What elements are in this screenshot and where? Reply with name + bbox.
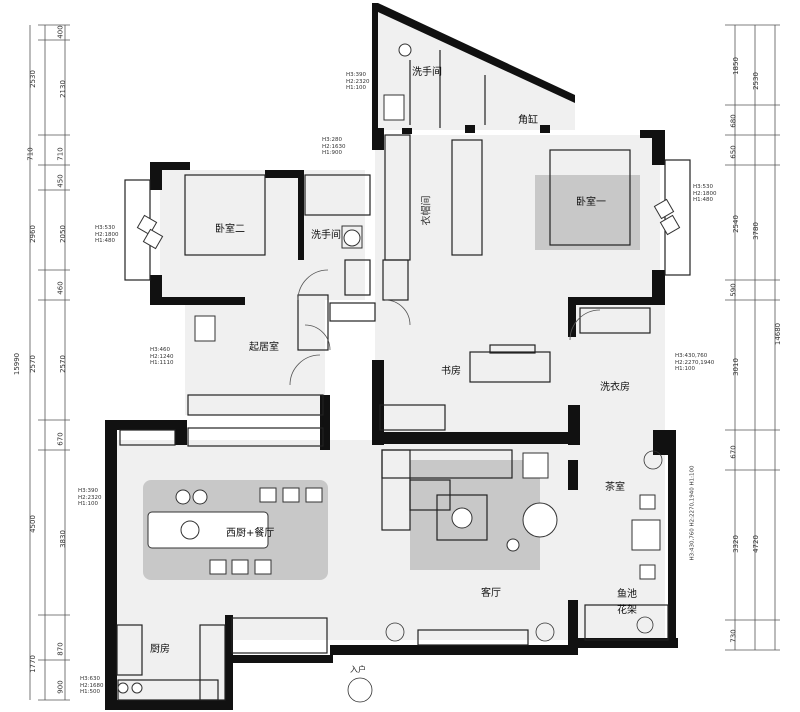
right-dimension-lines [725,24,780,651]
room-label-wash-top: 洗手间 [412,67,442,78]
left-dimension-lines [29,24,70,701]
room-label-living-room: 客厅 [481,588,501,599]
dim-left-outer-5: 2570 [28,355,37,373]
dim-right-inner-7: 3320 [731,535,740,553]
dim-left-outer-7: 4500 [28,515,37,533]
room-label-bedroom-2: 卧室二 [215,224,245,235]
dim-left-inner-1: 450 [56,174,65,188]
dim-left-outer-0: 400 [56,25,65,39]
thin-walls [116,50,691,701]
bedroom-1-bed-area [535,175,640,250]
dim-right-inner-6: 670 [729,445,738,459]
walls [105,3,678,710]
room-label-kitchen: 厨房 [150,644,170,655]
dim-left-outer-1: 2530 [28,70,37,88]
dim-left-outer-9: 900 [56,680,65,694]
dim-left-outer-8: 1770 [28,655,37,673]
dim-right-outer-3: 4720 [751,535,760,553]
room-label-closet: 衣帽间 [421,195,433,226]
room-label-study: 书房 [441,366,461,377]
room-label-flower-rack: 花架 [617,605,637,616]
dim-left-inner-0: 2130 [58,80,67,98]
dim-right-inner-5: 3010 [731,358,740,376]
dim-left-total: 15990 [13,352,22,376]
dim-left-inner-4: 3830 [58,530,67,548]
dim-right-outer-1: 3780 [751,222,760,240]
room-label-laundry: 洗衣房 [600,382,630,393]
room-label-bedroom-1: 卧室一 [576,197,606,208]
dim-left-inner-5: 870 [56,642,65,656]
door-arcs [289,269,601,386]
room-label-western-kitchen: 西厨+餐厅 [226,528,275,539]
room-label-wash-mid: 洗手间 [311,230,341,241]
plants [347,450,663,703]
window-chairs [136,198,681,250]
dim-left-outer-2: 710 [26,147,35,161]
room-label-corner-tank: 角缸 [518,115,538,126]
dim-right-outer-0: 2530 [751,72,760,90]
dim-left-inner-2: 2050 [58,225,67,243]
dim-left-outer-3: 2960 [28,225,37,243]
dim-left-outer-6: 670 [56,432,65,446]
dim-right-inner-0: 1850 [731,57,740,75]
window-spec-tea: H3:430,760 H2:2270,1940 H1:100 [689,465,696,561]
dim-right-inner-8: 730 [729,629,738,643]
dim-right-outer-2: 14680 [774,322,783,346]
room-label-fish-pond: 鱼池 [617,589,637,600]
dim-left-inner-3: 2570 [58,355,67,373]
dim-right-inner-3: 2540 [731,215,740,233]
entrance-label: 入户 [350,665,366,674]
living-rug [410,460,540,570]
dim-right-inner-2: 650 [729,145,738,159]
dim-right-inner-1: 680 [729,114,738,128]
dim-left-outer-2b: 710 [56,147,65,161]
room-label-tea-room: 茶室 [605,482,625,493]
room-label-living-small: 起居室 [249,342,279,353]
furniture [117,43,661,694]
dim-right-inner-4: 590 [729,283,738,297]
dim-left-outer-4: 460 [56,281,65,295]
